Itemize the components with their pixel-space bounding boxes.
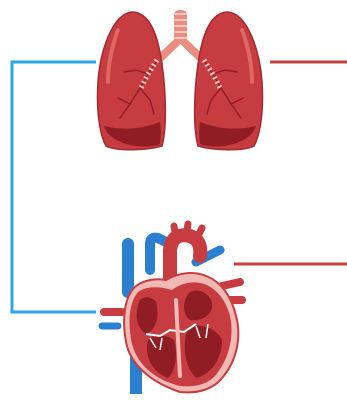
heart-icon bbox=[102, 224, 242, 394]
lungs-icon bbox=[97, 10, 262, 150]
trachea bbox=[156, 10, 205, 62]
lungs-heart-connector bbox=[12, 62, 96, 312]
